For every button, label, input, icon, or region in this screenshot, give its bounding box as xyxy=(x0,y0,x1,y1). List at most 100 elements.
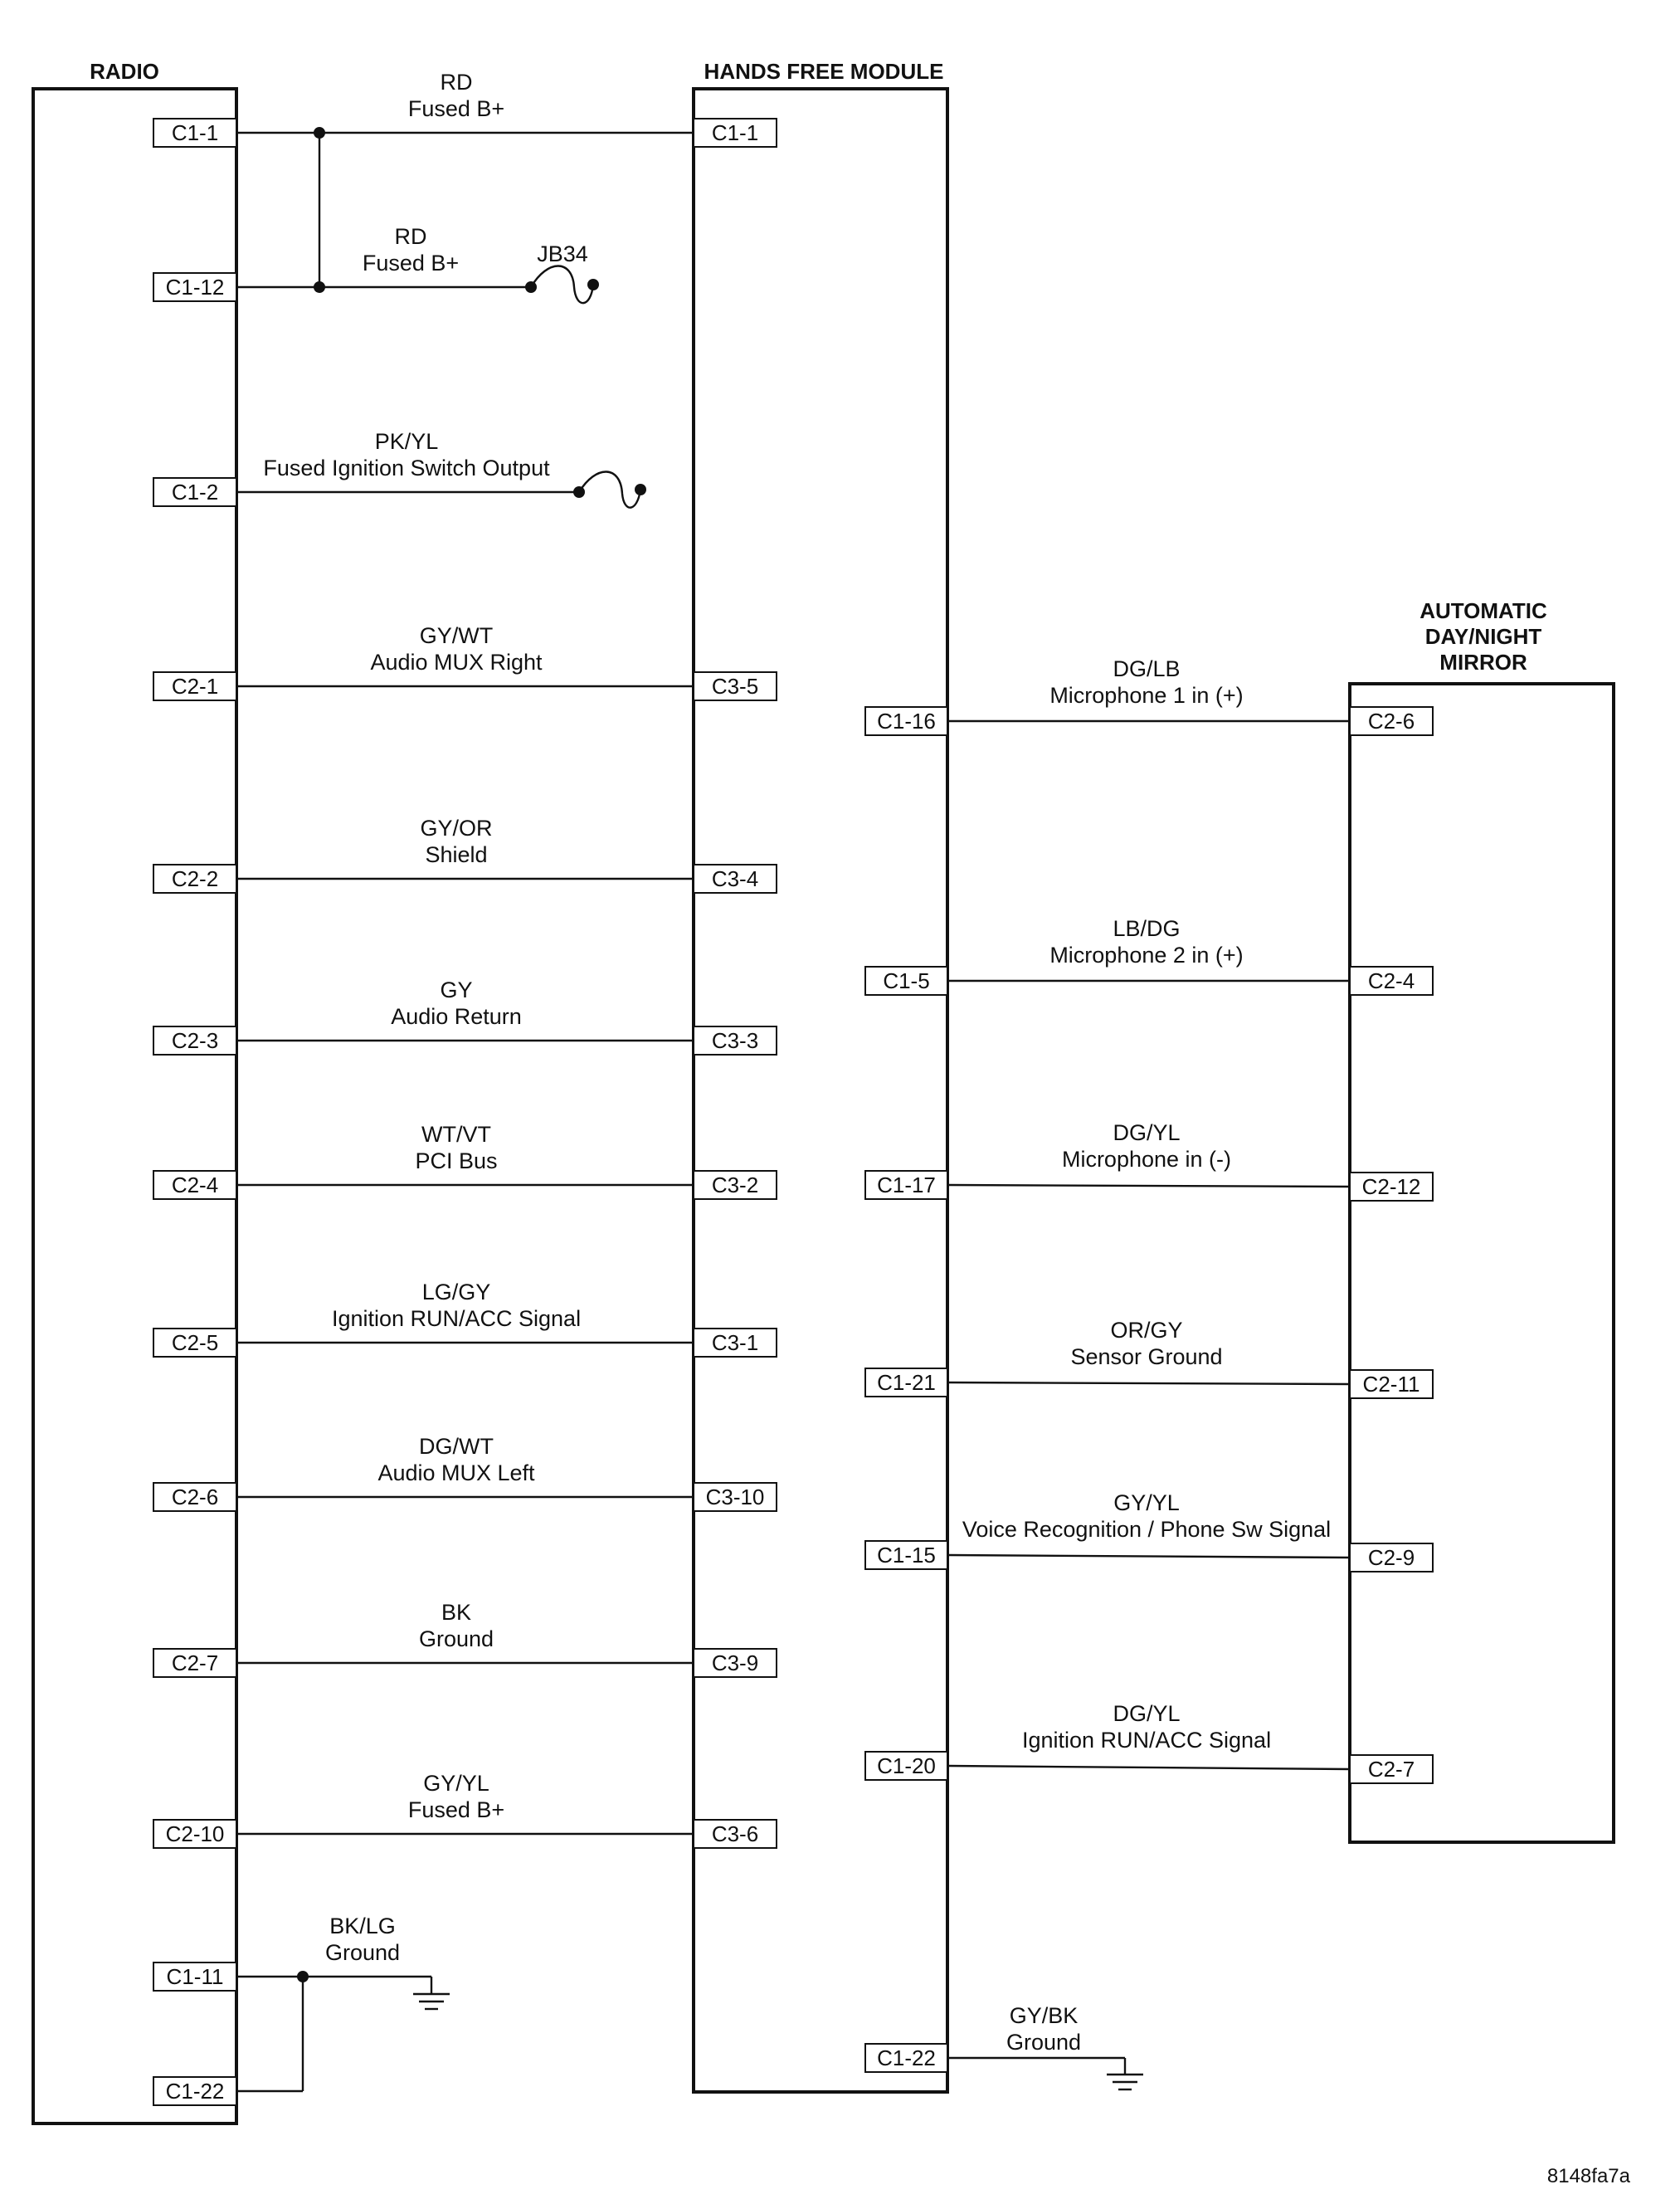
hfm-mirror-pin-0-box xyxy=(864,706,948,736)
wire-desc-6: PCI Bus xyxy=(415,1148,497,1173)
radio-pin-2-box xyxy=(153,477,237,507)
radio-pin-5: C2-3 xyxy=(172,1028,218,1053)
hfm-pin-3: C3-5 xyxy=(712,674,758,699)
radio-pin-12-box xyxy=(153,2076,237,2106)
hfm-pin-7: C3-1 xyxy=(712,1330,758,1355)
hfm-pin-5-box xyxy=(693,1026,777,1056)
hands-free-module-box xyxy=(692,87,949,2094)
mirror-pin-3-box xyxy=(1349,1369,1434,1399)
hfm-pin-10: C3-6 xyxy=(712,1821,758,1846)
mirror-wire-desc-5: Ignition RUN/ACC Signal xyxy=(1022,1728,1271,1753)
wire-desc-4: Shield xyxy=(425,842,487,867)
hfm-mirror-pin-3-box xyxy=(864,1368,948,1397)
radio-pin-3-box xyxy=(153,671,237,701)
radio-pin-7: C2-5 xyxy=(172,1330,218,1355)
hfm-pin-4-box xyxy=(693,864,777,894)
radio-pin-4-box xyxy=(153,864,237,894)
wire-desc-10: Fused B+ xyxy=(408,1797,504,1822)
mirror-pin-4: C2-9 xyxy=(1368,1545,1415,1570)
hfm-mirror-pin-4: C1-15 xyxy=(877,1543,936,1568)
wire-color-8: DG/WT xyxy=(419,1434,494,1459)
radio-pin-5-box xyxy=(153,1026,237,1056)
mirror-pin-2-box xyxy=(1349,1172,1434,1202)
mirror-pin-1: C2-4 xyxy=(1368,968,1415,993)
mirror-pin-1-box xyxy=(1349,966,1434,996)
wire-desc-0: Fused B+ xyxy=(408,96,504,121)
mirror-wire-color-3: OR/GY xyxy=(1110,1318,1182,1343)
radio-pin-11-box xyxy=(153,1962,237,1992)
hfm-ground-desc: Ground xyxy=(1006,2030,1081,2055)
wire-color-1: RD xyxy=(395,224,427,249)
hfm-mirror-pin-3: C1-21 xyxy=(877,1370,936,1395)
mirror-wire-desc-1: Microphone 2 in (+) xyxy=(1049,943,1243,968)
hfm-pin-6-box xyxy=(693,1170,777,1200)
mirror-title-line-1: AUTOMATIC xyxy=(1419,598,1547,623)
hfm-pin-0: C1-1 xyxy=(712,120,758,145)
hfm-pin-7-box xyxy=(693,1328,777,1358)
hfm-pin-8-box xyxy=(693,1482,777,1512)
mirror-pin-5-box xyxy=(1349,1754,1434,1784)
hfm-mirror-pin-5-box xyxy=(864,1751,948,1781)
wire-desc-7: Ignition RUN/ACC Signal xyxy=(332,1306,581,1331)
mirror-wire-desc-4: Voice Recognition / Phone Sw Signal xyxy=(962,1517,1331,1542)
hfm-pin-8: C3-10 xyxy=(706,1485,765,1509)
wire-color-5: GY xyxy=(440,978,472,1002)
radio-pin-6: C2-4 xyxy=(172,1173,218,1197)
hfm-ground-pin-box xyxy=(864,2043,948,2073)
radio-pin-4: C2-2 xyxy=(172,866,218,891)
mirror-wire-desc-2: Microphone in (-) xyxy=(1062,1147,1231,1172)
hfm-mirror-pin-0: C1-16 xyxy=(877,709,936,734)
radio-pin-1-box xyxy=(153,272,237,302)
wire-desc-9: Ground xyxy=(419,1626,494,1651)
hfm-mirror-pin-1: C1-5 xyxy=(883,968,929,993)
fuse-ignition-icon xyxy=(577,471,642,509)
hfm-ground-icon xyxy=(1107,2073,1143,2091)
wire-color-9: BK xyxy=(441,1600,471,1625)
splice-label-jb34: JB34 xyxy=(537,241,588,266)
mirror-pin-0: C2-6 xyxy=(1368,709,1415,734)
mirror-wire-desc-3: Sensor Ground xyxy=(1070,1344,1222,1369)
hfm-mirror-pin-2-box xyxy=(864,1170,948,1200)
radio-pin-9: C2-7 xyxy=(172,1650,218,1675)
radio-pin-12: C1-22 xyxy=(166,2079,225,2104)
mirror-wire-5 xyxy=(947,1764,1351,1771)
radio-box xyxy=(32,87,238,2125)
radio-pin-10: C2-10 xyxy=(166,1821,225,1846)
wire-color-2: PK/YL xyxy=(375,429,439,454)
mirror-wire-2 xyxy=(947,1183,1351,1188)
wire-color-11: BK/LG xyxy=(329,1914,396,1938)
radio-pin-3: C2-1 xyxy=(172,674,218,699)
hfm-ground-color: GY/BK xyxy=(1010,2003,1079,2028)
radio-pin-0-box xyxy=(153,118,237,148)
wire-color-10: GY/YL xyxy=(423,1771,489,1796)
wire-desc-8: Audio MUX Left xyxy=(377,1460,535,1485)
wire-desc-2: Fused Ignition Switch Output xyxy=(263,456,550,480)
radio-pin-0: C1-1 xyxy=(172,120,218,145)
mirror-wire-desc-0: Microphone 1 in (+) xyxy=(1049,683,1243,708)
wires-layer xyxy=(236,131,1351,2093)
radio-title: RADIO xyxy=(90,59,159,84)
hfm-pin-5: C3-3 xyxy=(712,1028,758,1053)
mirror-wire-color-1: LB/DG xyxy=(1113,916,1180,941)
mirror-pin-4-box xyxy=(1349,1543,1434,1572)
mirror-pin-3: C2-11 xyxy=(1363,1372,1420,1397)
radio-pin-8-box xyxy=(153,1482,237,1512)
radio-pin-6-box xyxy=(153,1170,237,1200)
wire-color-0: RD xyxy=(441,70,473,95)
radio-pin-9-box xyxy=(153,1648,237,1678)
mirror-pin-5: C2-7 xyxy=(1368,1757,1415,1782)
wire-desc-3: Audio MUX Right xyxy=(370,650,543,675)
wire-desc-5: Audio Return xyxy=(391,1004,522,1029)
hfm-mirror-pin-5: C1-20 xyxy=(877,1753,936,1778)
hfm-mirror-pin-2: C1-17 xyxy=(877,1173,936,1197)
hfm-pin-9: C3-9 xyxy=(712,1650,758,1675)
wire-color-4: GY/OR xyxy=(420,816,492,841)
radio-pin-8: C2-6 xyxy=(172,1485,218,1509)
radio-pin-7-box xyxy=(153,1328,237,1358)
hfm-pin-6: C3-2 xyxy=(712,1173,758,1197)
hfm-mirror-pin-4-box xyxy=(864,1540,948,1570)
hfm-pin-10-box xyxy=(693,1819,777,1849)
